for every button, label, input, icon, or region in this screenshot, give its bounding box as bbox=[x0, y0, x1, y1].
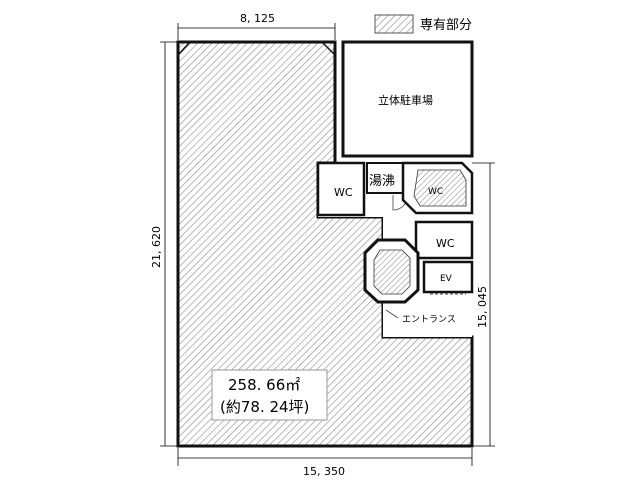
dimension-right-height: 15, 045 bbox=[472, 162, 495, 447]
area-box bbox=[211, 369, 328, 421]
dimension-top-width-label: 8, 125 bbox=[240, 12, 275, 25]
entrance-door bbox=[385, 309, 399, 319]
legend: 専有部分 bbox=[374, 14, 472, 34]
dimension-bottom-width: 15, 350 bbox=[177, 448, 473, 478]
corner-mark bbox=[321, 41, 336, 56]
wc-right-label: WC bbox=[436, 237, 455, 250]
kitchenette-room bbox=[366, 162, 404, 194]
kitchenette-label: 湯沸 bbox=[369, 174, 395, 189]
wc-left-label: WC bbox=[334, 186, 353, 199]
upper-stairs bbox=[413, 169, 467, 207]
dimension-top-width: 8, 125 bbox=[177, 12, 336, 40]
elevator-label: EV bbox=[440, 274, 453, 284]
wc-right-room bbox=[414, 220, 474, 260]
dimension-left-height-label: 21, 620 bbox=[150, 226, 163, 268]
parking-label: 立体駐車場 bbox=[378, 93, 433, 107]
dimension-bottom-width-label: 15, 350 bbox=[303, 465, 345, 478]
elevator-room bbox=[422, 260, 474, 294]
lower-stairs bbox=[373, 249, 411, 295]
entrance-label: エントランス bbox=[402, 314, 456, 325]
legend-swatch bbox=[374, 14, 414, 34]
legend-label: 専有部分 bbox=[420, 18, 472, 33]
dimension-right-height-label: 15, 045 bbox=[476, 286, 489, 328]
parking-room bbox=[341, 40, 474, 158]
area-sqm: 258. 66㎡ bbox=[228, 376, 300, 394]
area-tsubo: (約78. 24坪) bbox=[220, 398, 309, 416]
wc-small-label: WC bbox=[428, 187, 443, 197]
dimension-left-height: 21, 620 bbox=[150, 41, 178, 447]
wc-left-room bbox=[316, 161, 366, 217]
corner-mark bbox=[177, 41, 191, 56]
